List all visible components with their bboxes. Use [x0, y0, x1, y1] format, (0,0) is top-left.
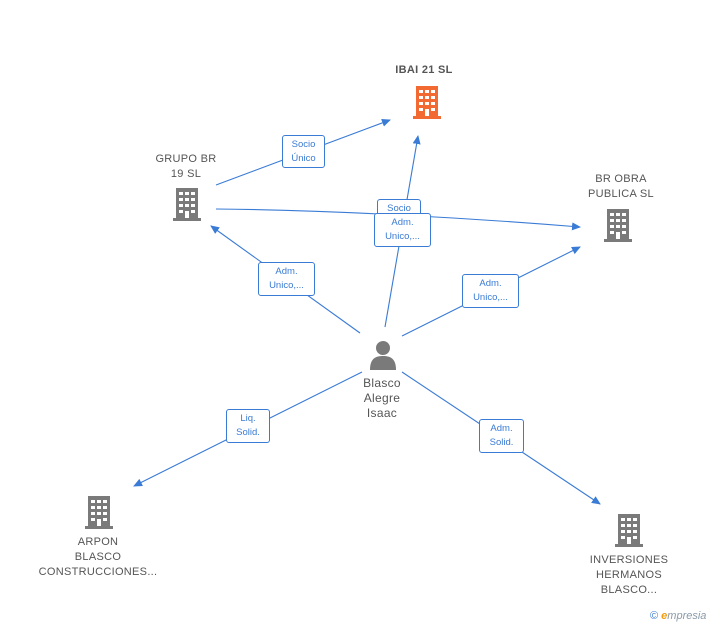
edge-label-person-inversiones: Adm. Solid. — [479, 419, 524, 453]
building-icon[interactable] — [413, 86, 441, 119]
edge-label-person-grupo: Adm. Unico,... — [258, 262, 315, 296]
footer-brand: © empresia — [650, 610, 706, 622]
building-icon[interactable] — [173, 188, 201, 221]
edge-label-grupo-ibai: Socio Único — [282, 135, 325, 168]
brand-logo-initial: e — [661, 610, 668, 622]
brand-logo-text: mpresia — [667, 610, 707, 622]
node-label-inversiones[interactable]: INVERSIONES HERMANOS BLASCO... — [589, 554, 669, 596]
node-label-arpon[interactable]: ARPON BLASCO CONSTRUCCIONES... — [38, 536, 158, 578]
person-icon[interactable] — [370, 341, 396, 370]
building-icon[interactable] — [85, 496, 113, 529]
node-label-person[interactable]: Blasco Alegre Isaac — [363, 376, 401, 420]
node-label-ibai[interactable]: IBAI 21 SL — [395, 64, 453, 76]
building-icon[interactable] — [604, 209, 632, 242]
node-label-grupo[interactable]: GRUPO BR 19 SL — [155, 153, 217, 180]
edge-label-person-ibai: Adm. Unico,... — [374, 213, 431, 247]
building-icon[interactable] — [615, 514, 643, 547]
edge-label-person-arpon: Liq. Solid. — [226, 409, 270, 443]
node-label-obra[interactable]: BR OBRA PUBLICA SL — [588, 173, 654, 200]
edge-label-person-obra: Adm. Unico,... — [462, 274, 519, 308]
copyright-mark: © — [650, 610, 659, 622]
